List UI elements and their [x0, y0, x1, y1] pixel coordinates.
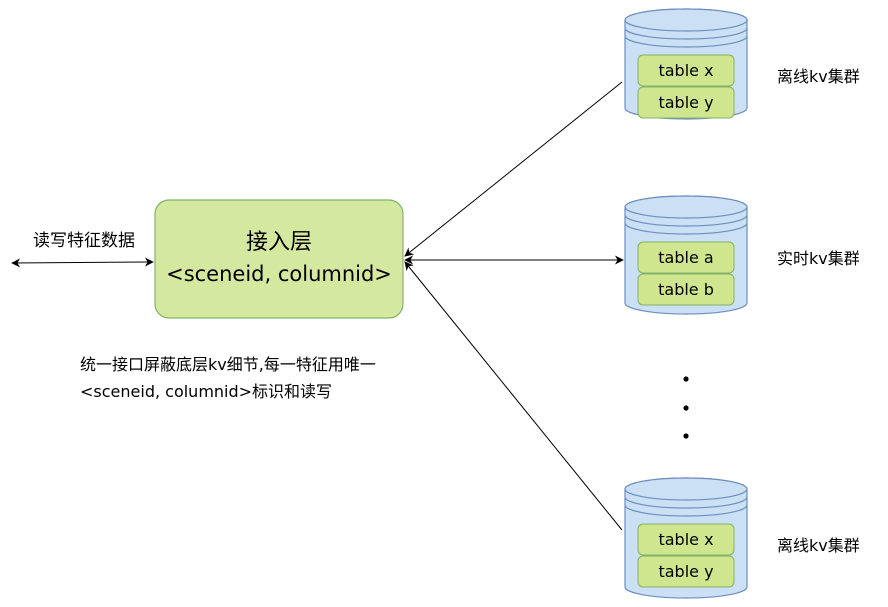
client-label: 读写特征数据 [33, 231, 135, 251]
table-label-table-b: table b [658, 280, 714, 299]
table-label-table-y: table y [658, 93, 713, 112]
access-layer-node: 接入层 <sceneid, columnid> [154, 199, 404, 319]
kv-cluster-3: table x table y 离线kv集群 [624, 477, 860, 599]
database-cylinder-top [624, 8, 748, 32]
cluster-label: 离线kv集群 [777, 536, 860, 555]
table-box-table-b [637, 273, 735, 306]
table-label-table-x: table x [658, 61, 713, 80]
table-label-table-x: table x [658, 530, 713, 549]
table-label-table-a: table a [658, 248, 713, 267]
database-cylinder-top [624, 477, 748, 501]
ellipsis-dots [683, 376, 689, 439]
table-box-table-y [637, 555, 735, 588]
cluster-label: 离线kv集群 [777, 67, 860, 86]
database-rim-2 [624, 504, 748, 517]
database-cylinder-top [624, 195, 748, 219]
database-rim-1 [624, 214, 748, 227]
kv-cluster-1: table x table y 离线kv集群 [624, 8, 860, 120]
connector-bottom [404, 261, 623, 531]
database-rim-2 [624, 35, 748, 48]
database-rim-1 [624, 496, 748, 509]
connector-top [404, 81, 623, 257]
description-line-2: <sceneid, columnid>标识和读写 [80, 382, 332, 401]
table-label-table-y: table y [658, 562, 713, 581]
access-layer-title: 接入层 [246, 230, 312, 255]
access-layer-key: <sceneid, columnid> [166, 262, 392, 286]
clusters: table x table y 离线kv集群 table a table b 实时kv集群… [624, 8, 860, 599]
table-box-table-x [637, 523, 735, 556]
database-rim-2 [624, 222, 748, 235]
table-box-table-x [637, 54, 735, 87]
client-arrow [11, 257, 154, 268]
access-layer-box [154, 199, 404, 319]
description-line-1: 统一接口屏蔽底层kv细节,每一特征用唯一 [80, 355, 376, 374]
table-box-table-y [637, 86, 735, 119]
kv-cluster-2: table a table b 实时kv集群 [624, 195, 860, 315]
table-box-table-a [637, 241, 735, 274]
cluster-label: 实时kv集群 [777, 249, 860, 268]
database-rim-1 [624, 27, 748, 40]
